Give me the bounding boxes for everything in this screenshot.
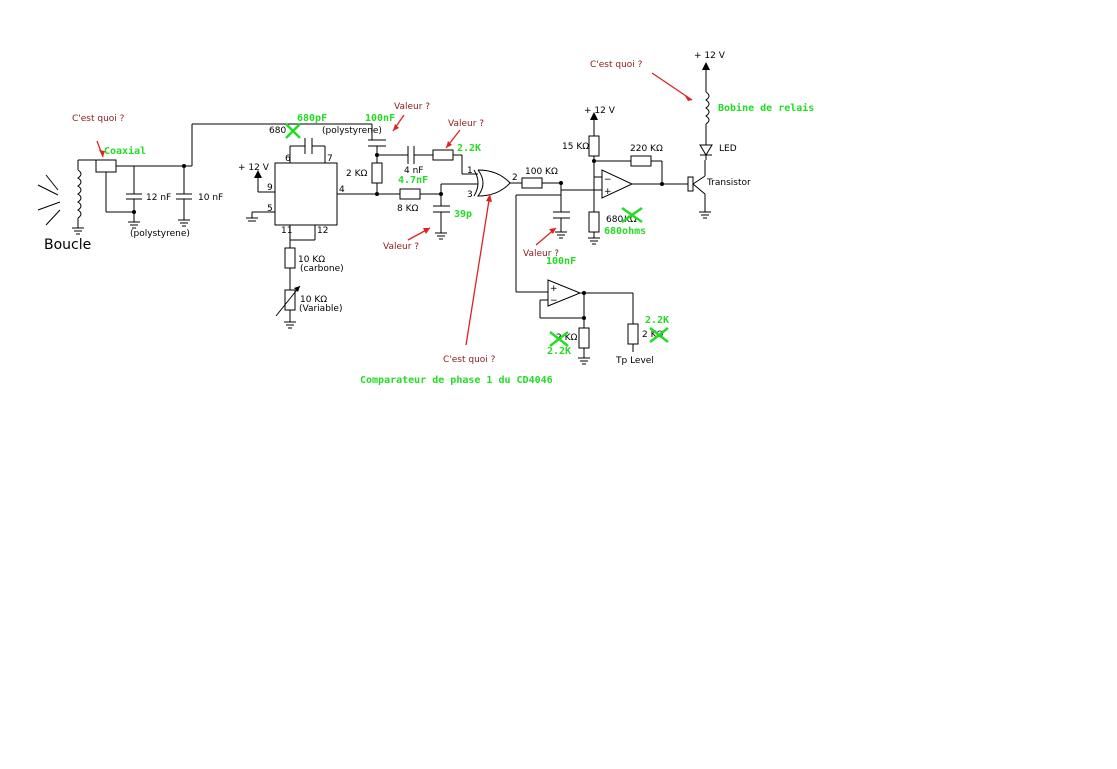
transistor-label: Transistor [706,178,751,188]
pin7-label: 7 [327,154,333,164]
res-680-label: 680 [606,215,623,225]
cest-quoi-xor-annotation: C'est quoi ? [443,355,496,365]
res-100k-label: 100 KΩ [525,167,558,177]
cap-680-label: 680 [269,126,286,136]
xor-pin3-label: 3 [467,190,473,200]
boucle-label: Boucle [44,237,91,253]
amp-section [515,112,688,293]
cap-10nf-label: 10 nF [198,193,223,203]
cest-quoi-relay-annotation: C'est quoi ? [590,60,643,70]
vcc-relay-label: + 12 V [694,51,726,61]
cap-39p-annotation: 39p [454,209,472,220]
res-2-2k-left-annotation: 2.2K [547,346,571,357]
polystyrene-label-1: (polystyrene) [130,229,190,239]
xor-gate [473,169,522,197]
res-680-unit: KΩ [624,215,637,225]
cap-680pf-annotation: 680pF [297,113,327,124]
vcc-ic-label: + 12 V [238,163,270,173]
res-680ohms-annotation: 680ohms [604,226,646,237]
valeur-res-annotation: Valeur ? [448,119,484,129]
tp-level-label: Tp Level [615,356,654,366]
phase-comparator-annotation: Comparateur de phase 1 du CD4046 [360,375,553,386]
loop-antenna [37,159,96,235]
opamp2-plus-label: + [550,284,558,294]
valeur-cap-annotation: Valeur ? [394,102,430,112]
res-10k-carbone-label: 10 KΩ [298,255,325,265]
pin4-label: 4 [339,185,345,195]
variable-label: (Variable) [299,304,342,314]
cap-10nf [176,123,372,227]
pin12-label: 12 [317,226,328,236]
cap-12nf-label: 12 nF [146,193,171,203]
pin5-label: 5 [267,204,273,214]
res-10k-carbone [275,247,301,329]
coaxial-annotation: Coaxial [104,145,146,157]
coax-connector [95,159,184,213]
res-2k-label: 2 KΩ [346,169,367,179]
pin11-label: 11 [281,226,292,236]
res-15k-label: 15 KΩ [562,142,589,152]
valeur-filter-annotation: Valeur ? [523,249,559,259]
annotation-arrows [96,72,693,346]
vcc-amp-label: + 12 V [584,106,616,116]
led-label: LED [719,144,737,154]
xor-pin1-label: 1 [467,166,473,176]
carbone-label: (carbone) [300,264,344,274]
opamp-plus-label: + [604,187,612,197]
res-8k-label: 8 KΩ [397,204,418,214]
transistor-relay [687,62,713,219]
xor-pin2-label: 2 [512,173,518,183]
res-bottom-left-label: 2 KΩ [556,333,577,343]
cap-4-7nf-annotation: 4.7nF [398,175,428,186]
opamp-minus-label: − [604,175,612,185]
cap-100nf-filter-annotation: 100nF [546,256,576,267]
res-bottom-right-label: 2 KΩ [642,330,663,340]
pin9-label: 9 [267,183,273,193]
cd4046-ic [246,138,377,248]
cest-quoi-coax-annotation: C'est quoi ? [72,114,125,124]
cap-4nf-label: 4 nF [404,166,423,176]
level-opamp [539,279,639,365]
pin6-label: 6 [285,154,291,164]
cap-100nf-top-annotation: 100nF [365,113,395,124]
valeur-bottom-annotation: Valeur ? [383,242,419,252]
res-10k-var-label: 10 KΩ [300,295,327,305]
relay-coil-annotation: Bobine de relais [718,102,814,114]
polystyrene-label-2: (polystyrene) [322,126,382,136]
correction-crosses [285,123,669,347]
res-2-2k-annotation: 2.2K [457,143,481,154]
filter-section [368,124,478,240]
res-220k-label: 220 KΩ [630,144,663,154]
cap-12nf [126,166,142,229]
res-2-2k-right-annotation: 2.2K [645,315,669,326]
opamp2-minus-label: − [550,296,558,306]
